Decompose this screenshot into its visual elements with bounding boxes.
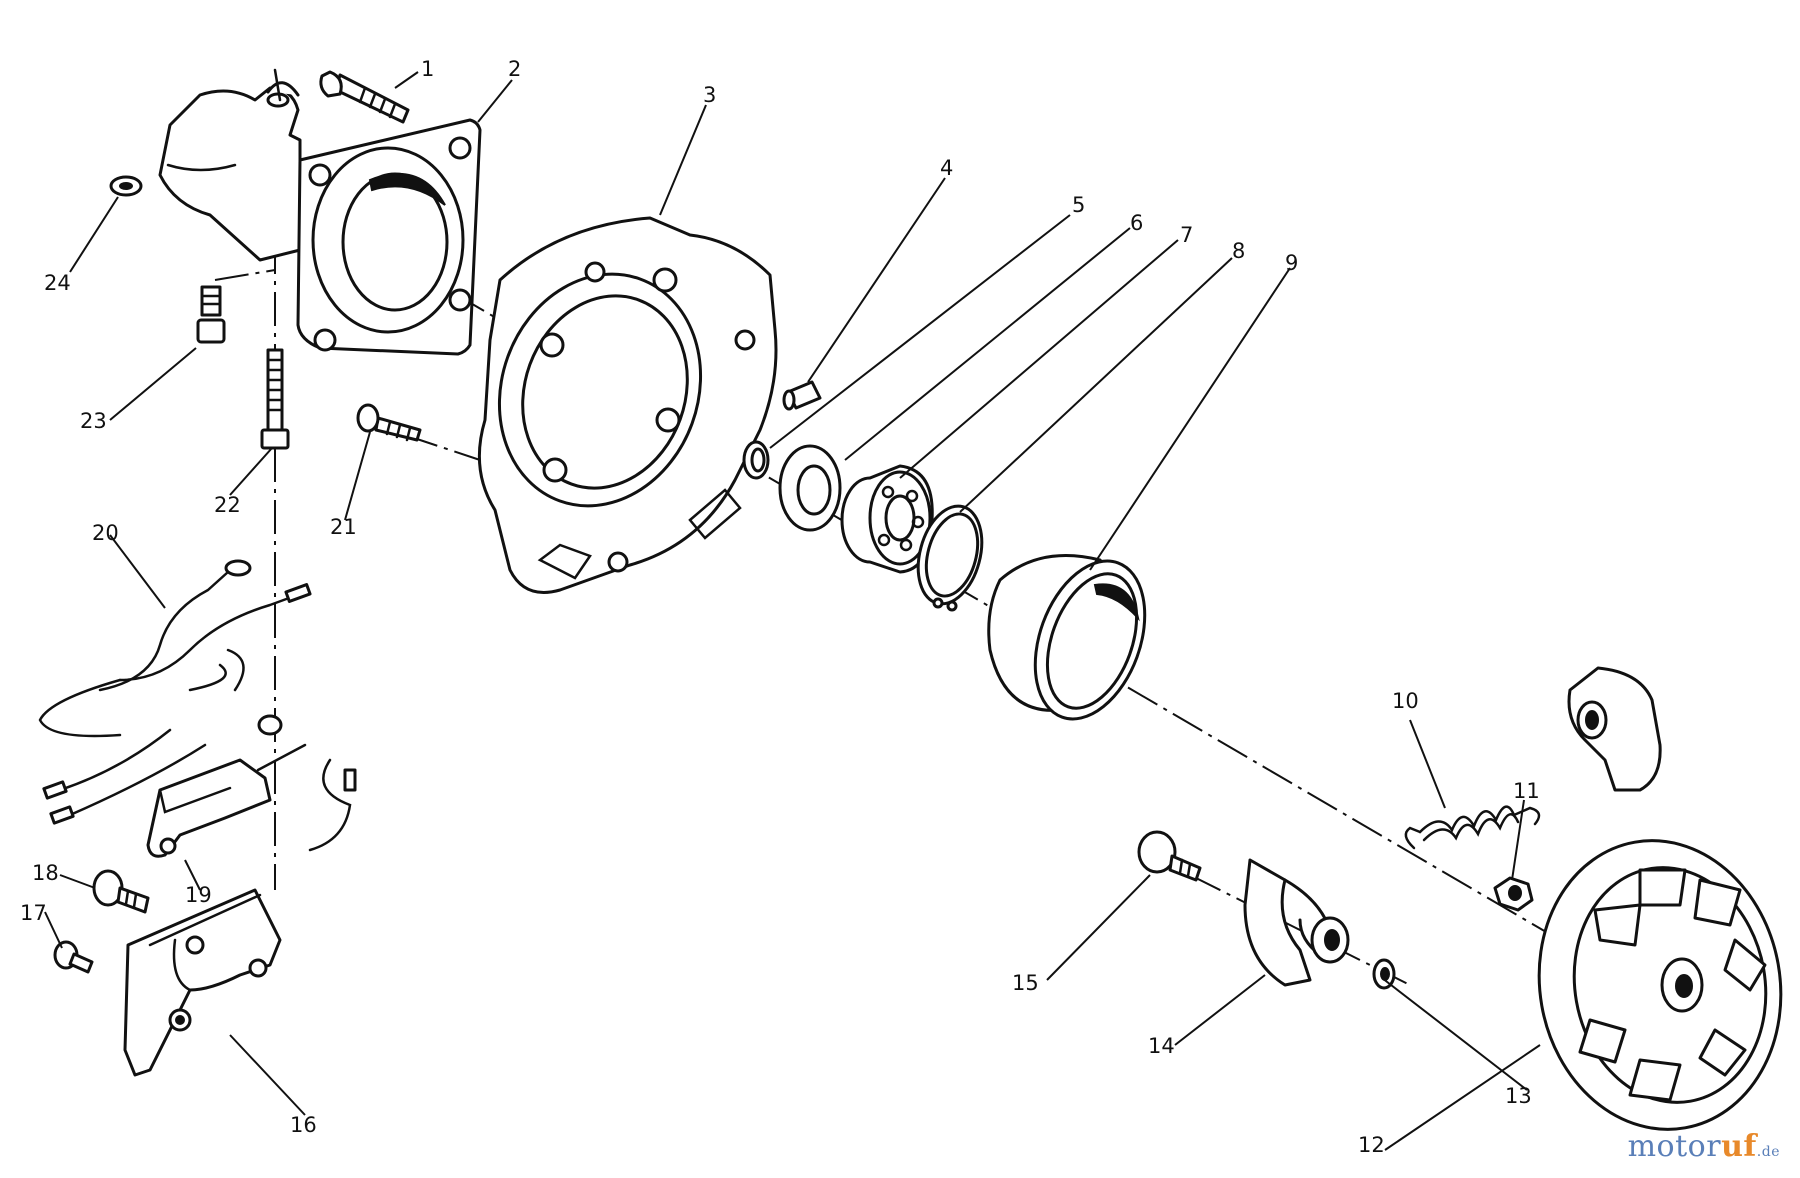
part-2-housing: [158, 68, 482, 356]
callout-17: 17: [20, 901, 47, 925]
part-22-long-bolt: [260, 348, 290, 450]
callout-15: 15: [1012, 971, 1039, 995]
callout-13: 13: [1505, 1084, 1532, 1108]
clutch-shoe-detail: [1567, 666, 1662, 792]
callout-14: 14: [1148, 1034, 1175, 1058]
part-20-wire-harness: [38, 559, 312, 825]
callout-19: 19: [185, 883, 212, 907]
callout-11: 11: [1513, 779, 1540, 803]
part-17-screw: [53, 940, 94, 974]
callout-21: 21: [330, 515, 357, 539]
part-24-washer: [109, 175, 143, 197]
part-11-nut: [1493, 876, 1534, 912]
part-3-clutch-cover: [477, 216, 778, 594]
part-23-screw: [196, 285, 226, 344]
callout-1: 1: [421, 57, 434, 81]
callout-4: 4: [940, 156, 953, 180]
callout-9: 9: [1285, 251, 1298, 275]
part-4-pin: [782, 380, 822, 411]
part-21-bolt: [356, 403, 422, 442]
callout-2: 2: [508, 57, 521, 81]
callout-3: 3: [703, 83, 716, 107]
part-7-bearing: [840, 464, 934, 574]
callout-24: 24: [44, 271, 71, 295]
callout-5: 5: [1072, 193, 1085, 217]
callout-8: 8: [1232, 239, 1245, 263]
callout-labels: 1 2 3 4 5 6 7 8 9 10 11 12 13 14 15 16 1…: [20, 57, 1540, 1157]
callout-16: 16: [290, 1113, 317, 1137]
part-15-shoulder-bolt: [1137, 830, 1202, 882]
callout-20: 20: [92, 521, 119, 545]
callout-10: 10: [1392, 689, 1419, 713]
part-18-bolt: [92, 869, 150, 914]
callout-18: 18: [32, 861, 59, 885]
callout-22: 22: [214, 493, 241, 517]
part-13-washer: [1372, 958, 1396, 990]
watermark-part-1: motor: [1627, 1129, 1722, 1164]
part-8-retaining-ring: [916, 504, 984, 612]
part-1-bolt: [319, 70, 410, 124]
part-19-ignition-module: [146, 743, 357, 858]
callout-12: 12: [1358, 1133, 1385, 1157]
leader-lines: [44, 71, 1541, 1151]
callout-23: 23: [80, 409, 107, 433]
watermark-logo: motoruf.de: [1628, 1129, 1780, 1164]
part-9-clutch-drum: [987, 554, 1147, 721]
part-12-flywheel: [1537, 839, 1783, 1131]
part-16-bracket: [123, 888, 282, 1077]
callout-6: 6: [1130, 211, 1143, 235]
part-14-clutch-shoe: [1243, 858, 1350, 987]
watermark-part-3: .de: [1756, 1144, 1780, 1160]
watermark-part-2: uf: [1721, 1129, 1757, 1164]
callout-7: 7: [1180, 223, 1193, 247]
part-6-washer: [778, 444, 842, 532]
part-5-snap-ring: [742, 440, 770, 480]
part-10-spring: [1404, 805, 1541, 850]
